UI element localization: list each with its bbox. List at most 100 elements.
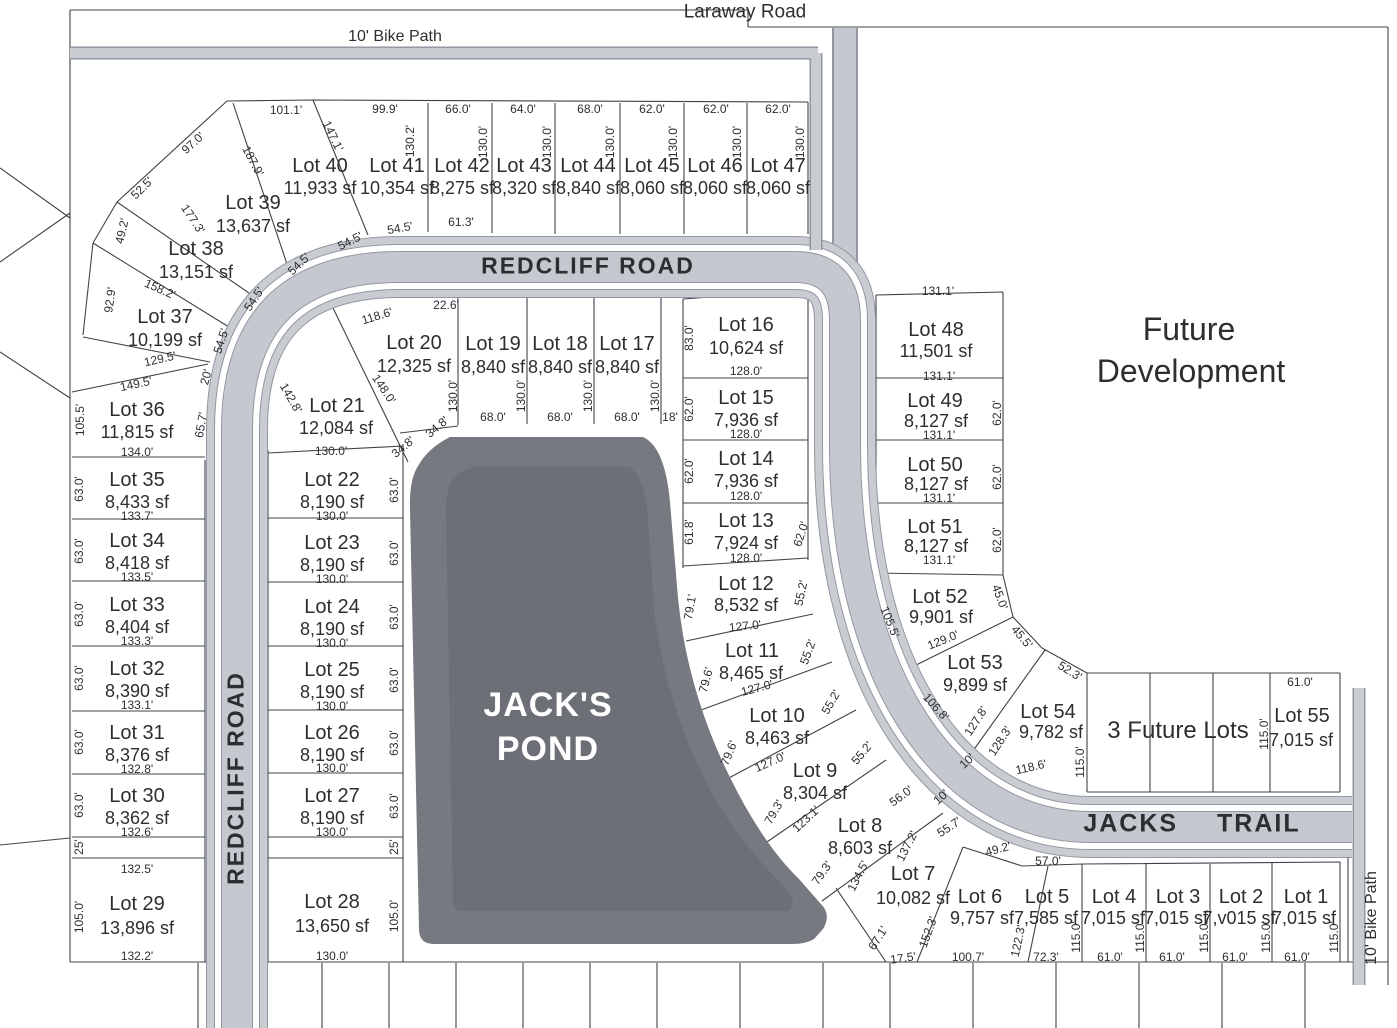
lot-26-area: 8,190 sf bbox=[299, 745, 365, 765]
lot-38-label: Lot 38 bbox=[168, 238, 224, 260]
lot-19-area: 8,840 sf bbox=[460, 357, 526, 377]
lot-9-area: 8,304 sf bbox=[782, 783, 848, 803]
lot-31-label: Lot 31 bbox=[109, 722, 165, 744]
lot-44-label: Lot 44 bbox=[560, 155, 616, 177]
dimension-label: 115.0' bbox=[1259, 921, 1273, 953]
dimension-label: 25' bbox=[72, 839, 86, 855]
jacks-trail-label: JACKS TRAIL bbox=[1083, 809, 1301, 838]
dimension-label: 63.0' bbox=[72, 476, 86, 502]
dimension-label: 130.0' bbox=[315, 761, 349, 775]
lot-52-area: 9,901 sf bbox=[908, 607, 974, 627]
dimension-label: 128.0' bbox=[729, 364, 763, 378]
dimension-label: 62.0' bbox=[682, 396, 696, 422]
dimension-label: 61.0' bbox=[1287, 675, 1313, 689]
lot-11-label: Lot 11 bbox=[724, 640, 780, 662]
dimension-label: 63.0' bbox=[72, 792, 86, 818]
lot-37-area: 10,199 sf bbox=[127, 330, 203, 350]
dimension-label: 97.0' bbox=[178, 129, 208, 157]
lot-15-label: Lot 15 bbox=[718, 387, 774, 409]
dimension-label: 61.3' bbox=[448, 215, 474, 229]
lot-18-label: Lot 18 bbox=[532, 333, 588, 355]
dimension-label: 130.0' bbox=[315, 699, 349, 713]
lot-47-label: Lot 47 bbox=[750, 155, 806, 177]
lot-48-label: Lot 48 bbox=[908, 319, 964, 341]
dimension-label: 63.0' bbox=[387, 477, 401, 503]
dimension-label: 72.3' bbox=[1033, 950, 1059, 964]
redcliff-road-label-horizontal: REDCLIFF ROAD bbox=[481, 252, 695, 279]
pond-name-line2: POND bbox=[496, 730, 600, 768]
lot-39-area: 13,637 sf bbox=[215, 216, 291, 236]
lot-39-label: Lot 39 bbox=[225, 192, 281, 214]
lot-43-area: 8,320 sf bbox=[491, 178, 557, 198]
dimension-label: 130.0' bbox=[315, 636, 349, 650]
lot-46-area: 8,060 sf bbox=[682, 178, 748, 198]
dimension-label: 63.0' bbox=[387, 540, 401, 566]
lot-12-label: Lot 12 bbox=[718, 573, 774, 595]
dimension-label: 130.0' bbox=[730, 125, 744, 159]
dimension-label: 10' bbox=[930, 786, 952, 808]
lot-55-label: Lot 55 bbox=[1274, 705, 1330, 727]
dimension-label: 62.0' bbox=[682, 458, 696, 484]
dimension-label: 55.2' bbox=[791, 578, 811, 608]
lot-34-label: Lot 34 bbox=[109, 530, 165, 552]
dimension-label: 105.5' bbox=[877, 604, 903, 640]
lot-48-area: 11,501 sf bbox=[899, 341, 973, 361]
dimension-label: 133.3' bbox=[120, 634, 154, 648]
dimension-label: 63.0' bbox=[72, 601, 86, 627]
dimension-label: 79.3' bbox=[808, 858, 836, 888]
dimension-label: 130.0' bbox=[540, 125, 554, 159]
dimension-label: 130.0' bbox=[581, 379, 595, 413]
lot-30-label: Lot 30 bbox=[109, 785, 165, 807]
lot-2-label: Lot 2 bbox=[1218, 886, 1264, 908]
dimension-label: 99.9' bbox=[372, 102, 398, 116]
dimension-label: 132.8' bbox=[120, 762, 154, 776]
lot-2-area: 7,v015 sf bbox=[1202, 908, 1276, 928]
dimension-label: 133.5' bbox=[120, 570, 154, 584]
dimension-label: 54.5' bbox=[386, 218, 414, 238]
dimension-label: 130.0' bbox=[666, 125, 680, 159]
dimension-label: 105.0' bbox=[387, 899, 401, 933]
lot-31-area: 8,376 sf bbox=[104, 745, 170, 765]
dimension-label: 54.5' bbox=[241, 284, 267, 314]
lot-8-area: 8,603 sf bbox=[827, 838, 893, 858]
dimension-label: 130.0' bbox=[314, 444, 348, 458]
lot-10-area: 8,463 sf bbox=[744, 728, 810, 748]
lot-34-area: 8,418 sf bbox=[104, 553, 170, 573]
dimension-label: 130.0' bbox=[315, 825, 349, 839]
pond-name-line1: JACK'S bbox=[483, 686, 613, 724]
dimension-label: 79.3' bbox=[761, 797, 787, 827]
dimension-label: 49.2' bbox=[983, 838, 1013, 860]
lot-24-label: Lot 24 bbox=[304, 596, 360, 618]
lot-30-area: 8,362 sf bbox=[104, 808, 170, 828]
lot-32-label: Lot 32 bbox=[109, 658, 165, 680]
lot-53-area: 9,899 sf bbox=[942, 675, 1008, 695]
lot-24-area: 8,190 sf bbox=[299, 619, 365, 639]
dimension-label: 67.1' bbox=[865, 923, 891, 953]
lot-41-area: 10,354 sf bbox=[359, 178, 435, 198]
dimension-label: 131.1' bbox=[922, 491, 956, 505]
dimension-label: 62.0' bbox=[990, 464, 1004, 490]
dimension-label: 130.0' bbox=[648, 379, 662, 413]
dimension-label: 130.0' bbox=[476, 125, 490, 159]
lot-27-area: 8,190 sf bbox=[299, 808, 365, 828]
lot-42-area: 8,275 sf bbox=[429, 178, 495, 198]
lot-13-label: Lot 13 bbox=[718, 510, 774, 532]
lot-35-area: 8,433 sf bbox=[104, 492, 170, 512]
dimension-label: 132.2' bbox=[120, 949, 154, 963]
dimension-label: 45.0' bbox=[989, 582, 1011, 612]
lot-17-label: Lot 17 bbox=[599, 333, 655, 355]
lot-36-label: Lot 36 bbox=[109, 399, 165, 421]
dimension-label: 45.5' bbox=[1008, 622, 1036, 652]
lot-16-label: Lot 16 bbox=[718, 314, 774, 336]
dimension-label: 62.0' bbox=[765, 102, 791, 116]
dimension-label: 134.0' bbox=[120, 445, 154, 459]
lot-40-label: Lot 40 bbox=[292, 155, 348, 177]
bike-path-top-label: 10' Bike Path bbox=[348, 28, 442, 45]
lot-8-label: Lot 8 bbox=[837, 815, 883, 837]
dimension-label: 17.5' bbox=[889, 949, 917, 967]
dimension-label: 118.6' bbox=[1014, 756, 1048, 778]
dimension-label: 68.0' bbox=[614, 410, 640, 424]
dimension-label: 118.6' bbox=[359, 304, 395, 328]
lot-37-label: Lot 37 bbox=[137, 306, 193, 328]
lot-42-label: Lot 42 bbox=[434, 155, 490, 177]
